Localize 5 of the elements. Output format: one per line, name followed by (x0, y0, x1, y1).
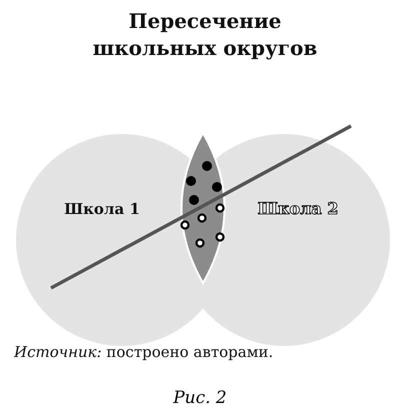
source-note: Источник: построено авторами. (14, 343, 274, 361)
school-label: Школа 2 (256, 200, 340, 218)
figure-caption: Рис. 2 (172, 388, 228, 408)
diagram-title: Пересечение школьных округов (92, 8, 318, 62)
school-label: Школа 1 (63, 200, 141, 218)
